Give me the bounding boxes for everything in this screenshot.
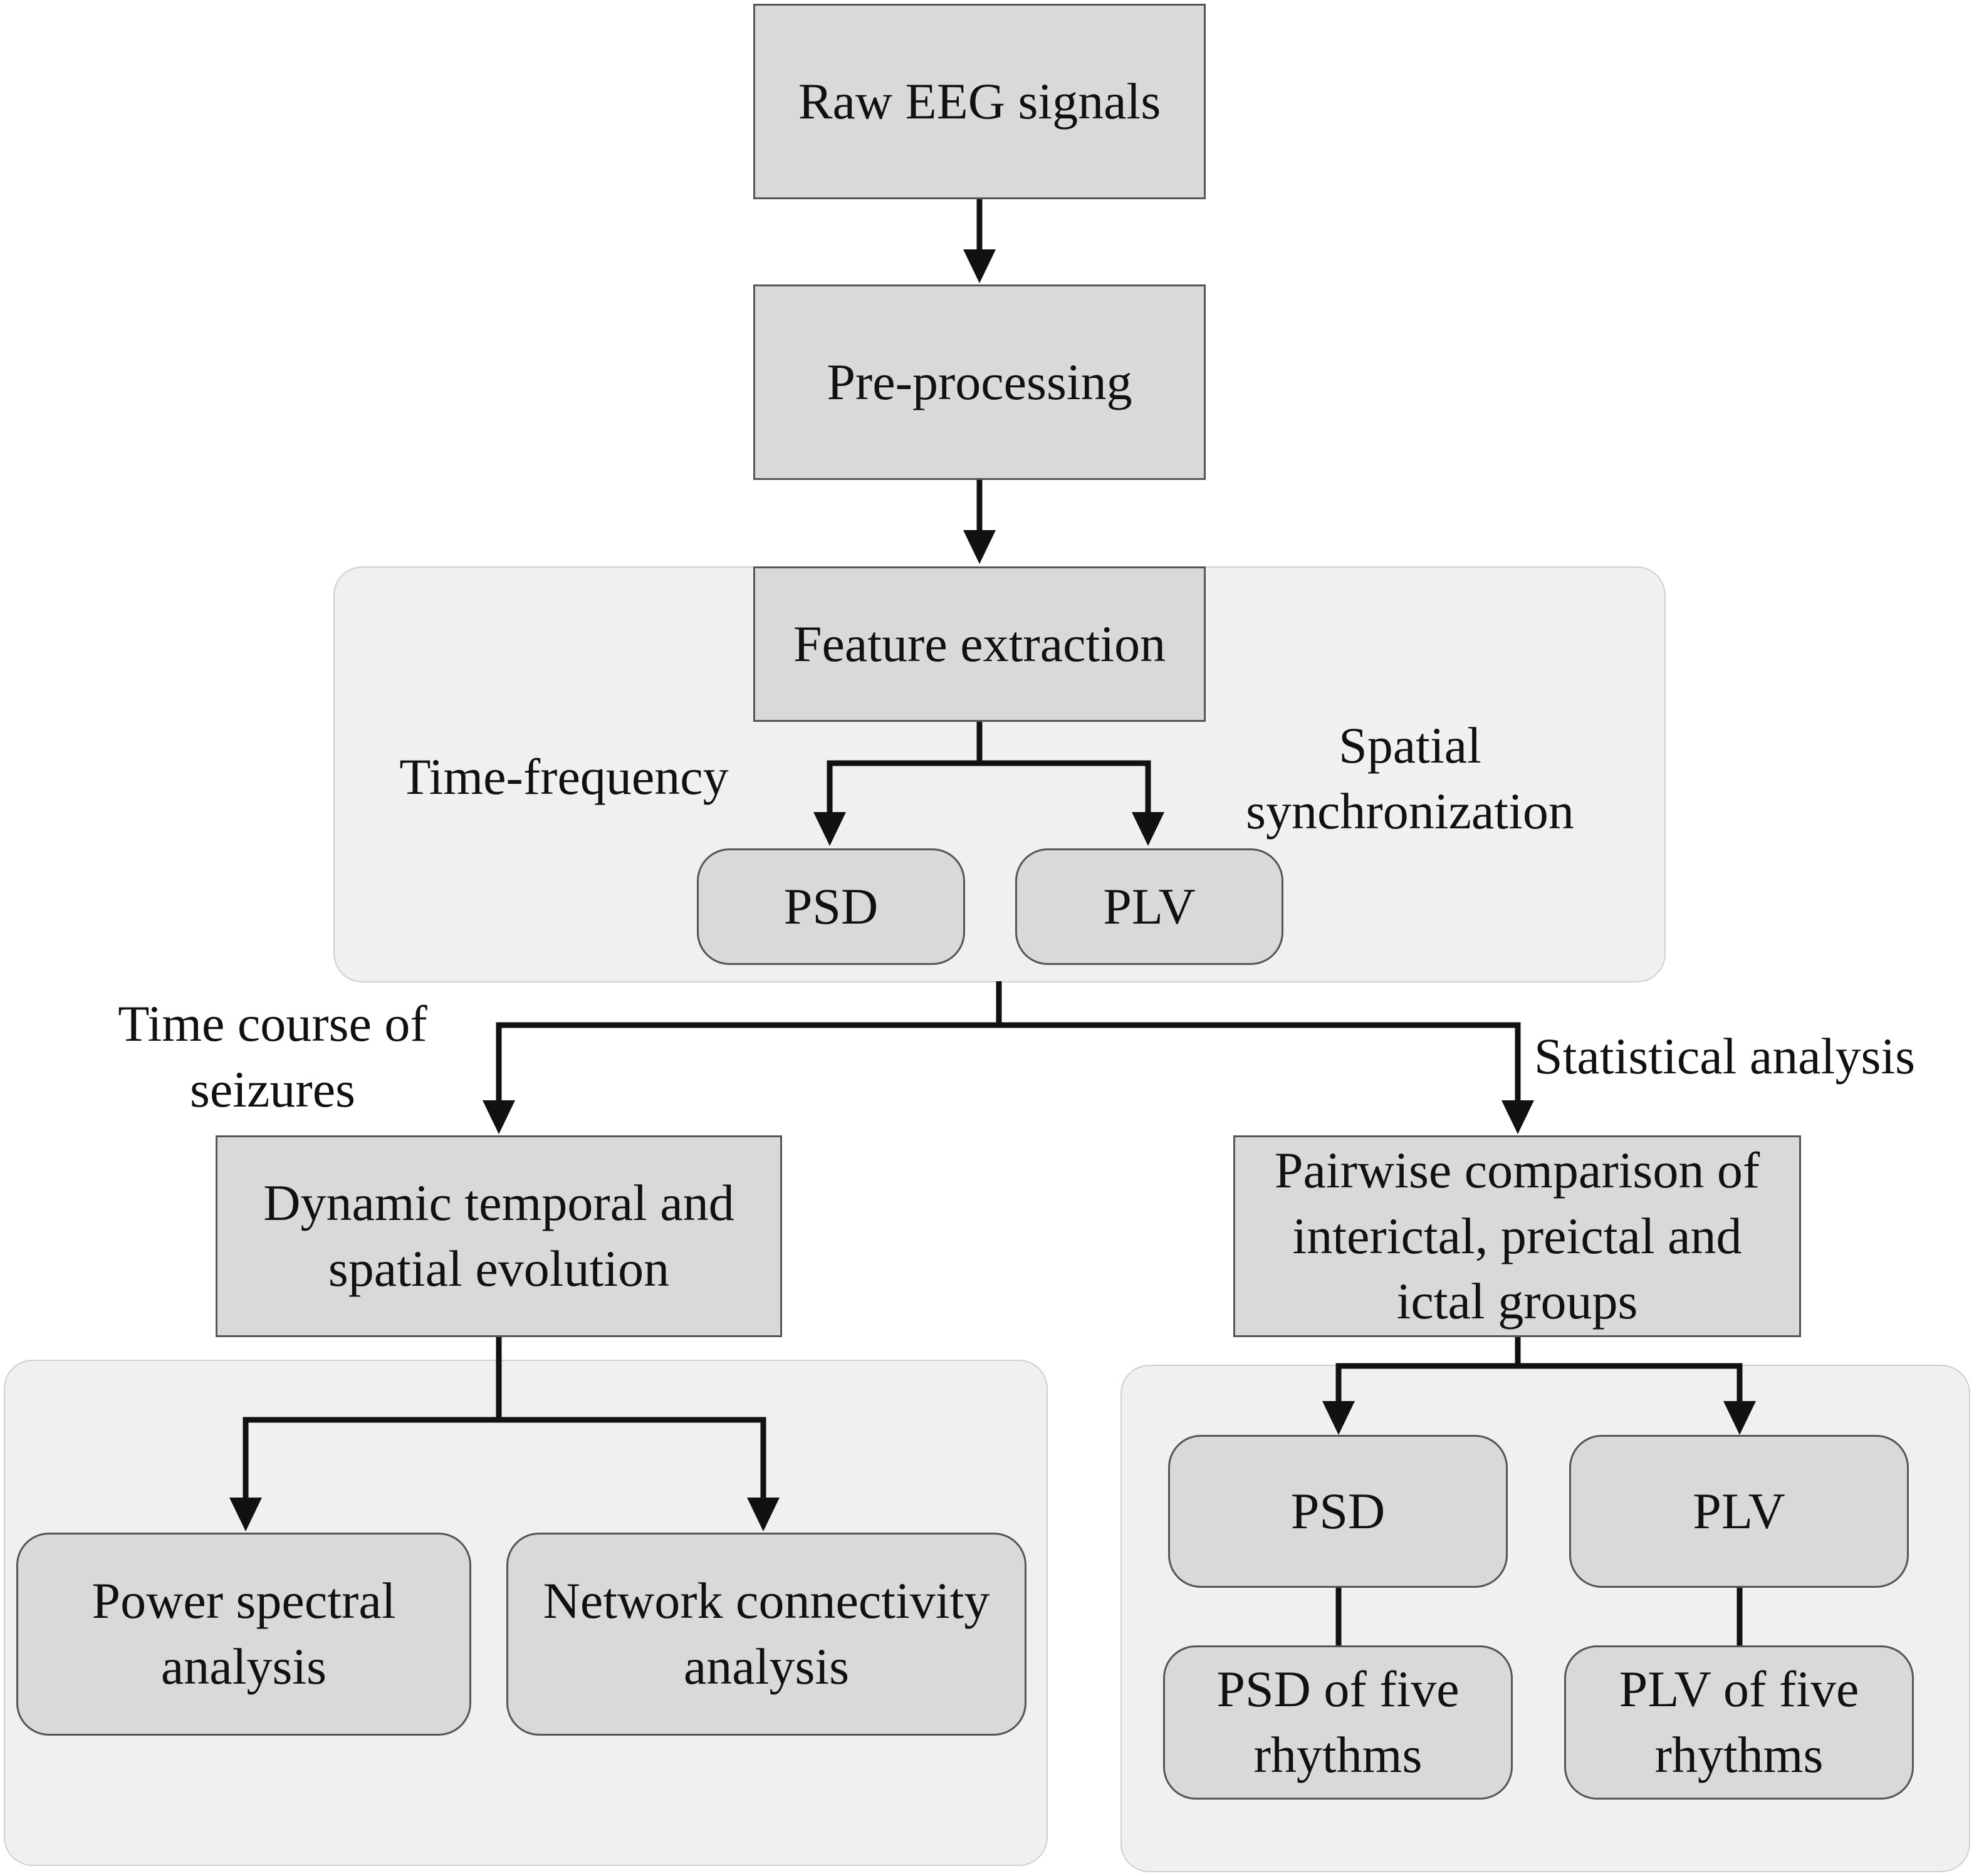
psd-label: PSD [783, 877, 879, 935]
dynamic-evolution-node: Dynamic temporal and spatial evolution [216, 1135, 782, 1337]
feature-extraction-label: Feature extraction [793, 615, 1166, 672]
pre-processing-label: Pre-processing [827, 353, 1132, 410]
psd-node: PSD [697, 848, 965, 965]
raw-eeg-signals-node: Raw EEG signals [753, 4, 1206, 199]
plv-label: PLV [1103, 877, 1196, 935]
psd-five-rhythms-label: PSD of five rhythms [1216, 1660, 1460, 1783]
time-frequency-label: Time-frequency [399, 748, 729, 805]
plv-five-rhythms-label: PLV of five rhythms [1619, 1660, 1859, 1783]
raw-eeg-signals-label: Raw EEG signals [798, 72, 1161, 130]
stat-psd-label: PSD [1290, 1482, 1386, 1540]
stat-plv-label: PLV [1693, 1482, 1785, 1540]
power-spectral-analysis-node: Power spectral analysis [16, 1533, 471, 1736]
plv-five-rhythms-node: PLV of five rhythms [1564, 1645, 1914, 1800]
time-course-label: Time course of seizures [118, 995, 427, 1118]
stat-plv-node: PLV [1569, 1435, 1909, 1588]
network-connectivity-analysis-node: Network connectivity analysis [506, 1533, 1026, 1736]
feature-extraction-node: Feature extraction [753, 566, 1206, 722]
psd-five-rhythms-node: PSD of five rhythms [1163, 1645, 1513, 1800]
pairwise-comparison-label: Pairwise comparison of interictal, preic… [1274, 1141, 1760, 1330]
stat-psd-node: PSD [1168, 1435, 1508, 1588]
statistical-analysis-label: Statistical analysis [1534, 1028, 1916, 1085]
power-spectral-analysis-label: Power spectral analysis [91, 1572, 396, 1695]
network-connectivity-analysis-label: Network connectivity analysis [543, 1572, 990, 1695]
pairwise-comparison-node: Pairwise comparison of interictal, preic… [1233, 1135, 1801, 1337]
spatial-synchronization-label: Spatial synchronization [1246, 717, 1574, 840]
plv-node: PLV [1015, 848, 1283, 965]
pre-processing-node: Pre-processing [753, 284, 1206, 480]
dynamic-evolution-label: Dynamic temporal and spatial evolution [263, 1174, 734, 1297]
